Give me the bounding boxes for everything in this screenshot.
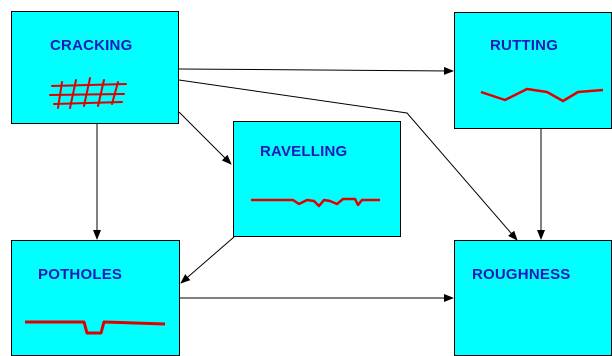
node-ravelling: RAVELLING [233, 121, 401, 237]
ravelling-sketch [251, 197, 380, 208]
edge-cracking-rutting [178, 66, 454, 75]
potholes-sketch [25, 320, 166, 335]
node-cracking-label: CRACKING [50, 37, 133, 54]
edge-cracking-roughness [178, 79, 518, 241]
edge-ravelling-potholes [180, 236, 235, 284]
node-rutting-label: RUTTING [490, 37, 559, 54]
node-potholes-label: POTHOLES [38, 266, 123, 283]
edge-cracking-ravelling [178, 111, 232, 165]
node-cracking: CRACKING [11, 11, 179, 124]
edges [93, 66, 545, 302]
node-roughness: ROUGHNESS [454, 240, 612, 356]
node-rutting: RUTTING [454, 12, 612, 129]
rutting-sketch [480, 87, 604, 103]
node-roughness-label: ROUGHNESS [472, 266, 571, 283]
cracking-sketch [49, 77, 127, 109]
node-ravelling-label: RAVELLING [260, 143, 348, 160]
